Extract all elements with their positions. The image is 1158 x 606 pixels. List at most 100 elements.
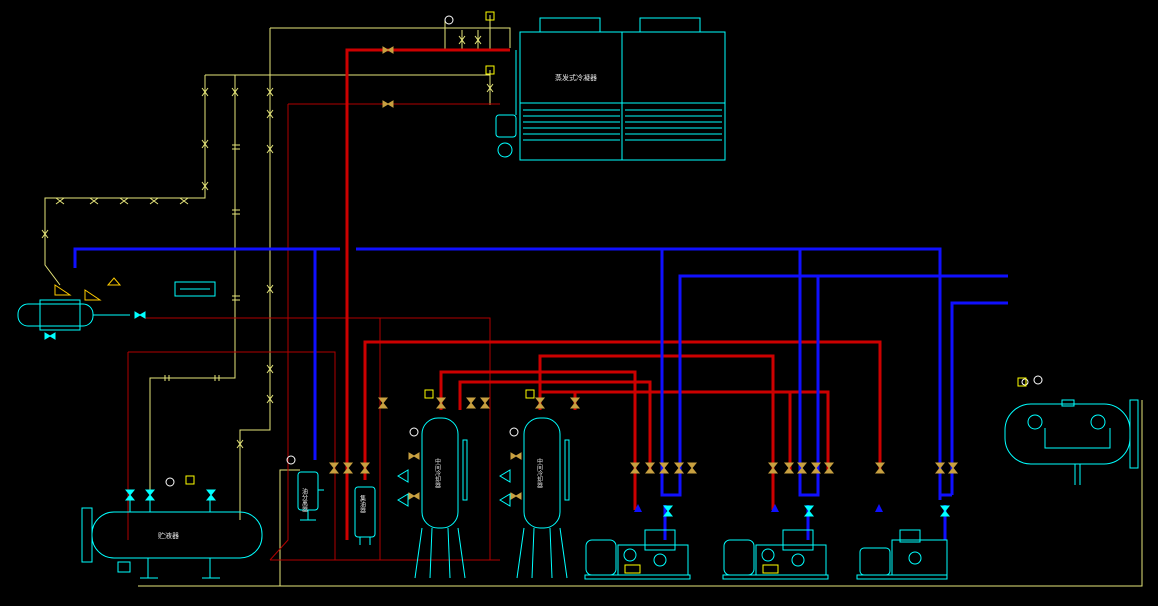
safety-valve-icon (424, 389, 434, 399)
liquid-receiver (81, 498, 263, 579)
compressor-unit-3 (856, 529, 948, 580)
liquid-line-valves (41, 35, 494, 449)
valve-icon (465, 397, 477, 409)
valve-icon (767, 462, 779, 474)
discharge-gas-lines (127, 103, 500, 561)
valve-icon (458, 35, 466, 45)
valve-icon (201, 139, 209, 149)
valve-icon (205, 489, 217, 501)
valve-icon (89, 197, 99, 205)
pressure-gauge-icon (165, 477, 175, 487)
valve-icon (266, 144, 274, 154)
liquid-lines (44, 15, 1143, 587)
valve-icon (201, 181, 209, 191)
flow-markers (634, 504, 883, 512)
valve-icon (266, 284, 274, 294)
valve-icon (359, 462, 371, 474)
valve-icon (796, 462, 808, 474)
valve-icon (55, 197, 65, 205)
valve-icon (810, 462, 822, 474)
valve-icon (44, 332, 56, 340)
arrow-up-icon (771, 504, 779, 512)
condenser-pump-icon (497, 142, 513, 158)
valve-icon (874, 462, 886, 474)
valve-icon (783, 462, 795, 474)
oil-separator-label: 油分离器 (301, 487, 308, 513)
valve-icon (266, 364, 274, 374)
valve-icon (686, 462, 698, 474)
evaporative-condenser (495, 17, 726, 161)
valve-icon (629, 462, 641, 474)
arrow-up-icon (875, 504, 883, 512)
pressure-gauge-icon (509, 427, 519, 437)
valve-icon (662, 505, 674, 517)
valve-icon (41, 229, 49, 239)
valve-icon (673, 462, 685, 474)
arrow-up-icon (634, 504, 642, 512)
valve-icon (377, 397, 389, 409)
valve-icon (569, 397, 581, 409)
pressure-gauge-icon (286, 455, 296, 465)
valve-icon (803, 505, 815, 517)
valve-icon (119, 197, 129, 205)
valve-icon (947, 462, 959, 474)
low-pressure-receiver (1004, 375, 1139, 485)
suction-lines (73, 247, 1008, 540)
cyan-valves (44, 311, 951, 517)
intercooler-1-label: 中间冷却器 (434, 457, 441, 489)
safety-valve-icon (485, 11, 495, 21)
condenser-label: 蒸发式冷凝器 (555, 73, 597, 82)
condenser-pump-motor (495, 114, 517, 138)
valve-icon (408, 452, 420, 460)
compressor-unit-1 (584, 529, 691, 580)
pressure-gauge-icon (1033, 375, 1043, 385)
pressure-gauge-icon (1021, 378, 1029, 386)
valve-icon (479, 397, 491, 409)
valve-icon (231, 87, 239, 97)
valve-icon (144, 489, 156, 501)
valve-icon (266, 87, 274, 97)
compressor-unit-2 (722, 529, 829, 580)
safety-valve-icon (185, 475, 195, 485)
valve-icon (342, 462, 354, 474)
valve-icon (266, 394, 274, 404)
valve-icon (934, 462, 946, 474)
valve-icon (510, 452, 522, 460)
valve-icon (266, 109, 274, 119)
valve-icon (201, 87, 209, 97)
gauges (165, 15, 1029, 487)
pressure-gauge-icon (409, 427, 419, 437)
valve-icon (534, 397, 546, 409)
valve-icon (179, 197, 189, 205)
valve-icon (644, 462, 656, 474)
condenser-coil-fins (523, 109, 722, 141)
valve-icon (149, 197, 159, 205)
valve-icon (658, 462, 670, 474)
oil-separator (297, 471, 324, 521)
high-pressure-lines (345, 48, 882, 540)
valve-icon (236, 439, 244, 449)
valve-icon (408, 492, 420, 500)
oil-collector-label: 集油器 (359, 494, 366, 514)
receiver-label: 贮液器 (158, 531, 179, 540)
valve-icon (510, 492, 522, 500)
valve-icon (328, 462, 340, 474)
intercooler-2-label: 中间冷却器 (536, 457, 543, 489)
valve-icon (823, 462, 835, 474)
intercooler-1 (397, 417, 468, 579)
valve-icon (382, 46, 394, 54)
valves (328, 46, 959, 500)
safety-valves (185, 11, 1027, 485)
valve-icon (474, 35, 482, 45)
safety-valve-icon (1017, 377, 1027, 387)
safety-valve-icon (525, 389, 535, 399)
intercooler-2 (499, 417, 570, 579)
safety-valve-icon (485, 65, 495, 75)
pressure-gauge-icon (444, 15, 454, 25)
valve-icon (939, 505, 951, 517)
valve-icon (382, 100, 394, 108)
oil-pump-unit (17, 277, 216, 331)
valve-icon (124, 489, 136, 501)
oil-collector (354, 486, 376, 545)
